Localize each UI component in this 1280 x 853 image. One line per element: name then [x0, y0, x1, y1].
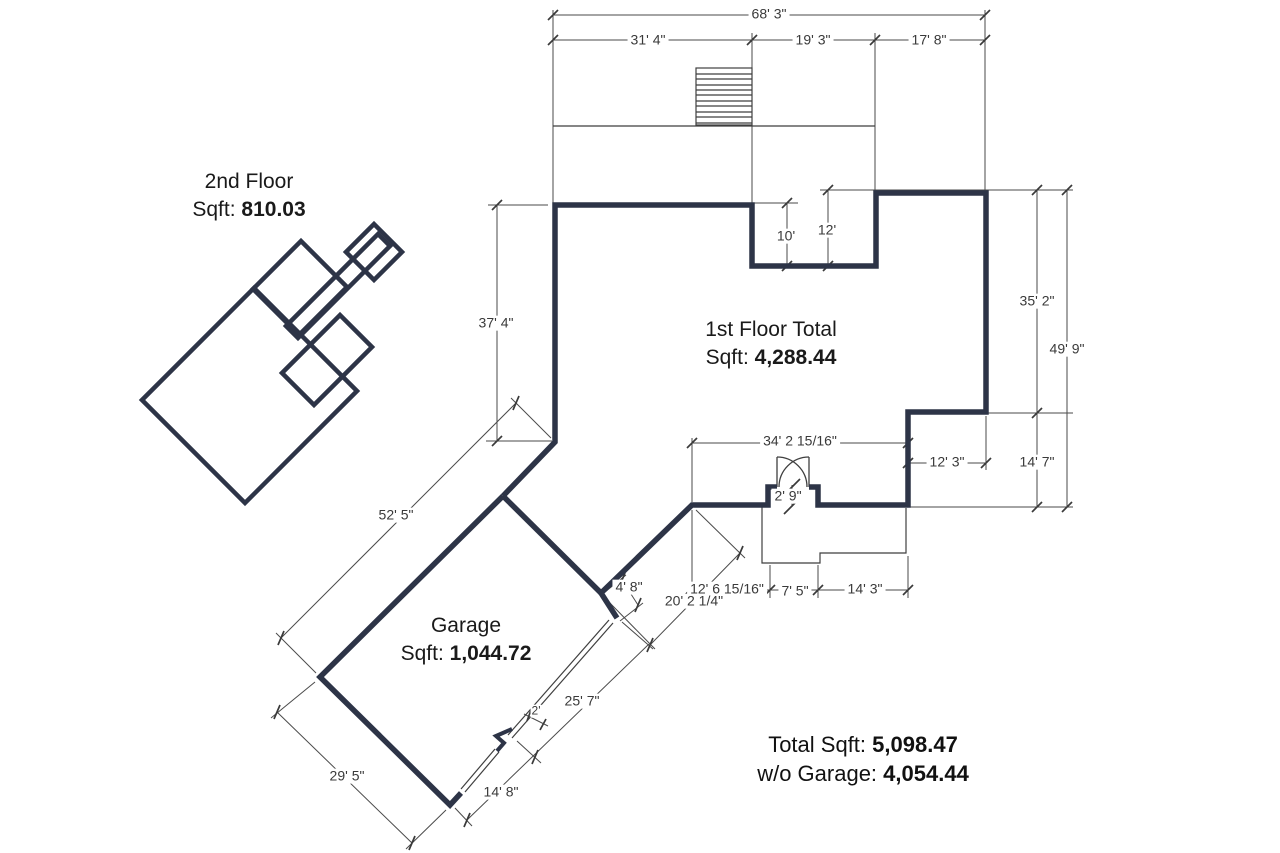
garage-label: Garage Sqft: 1,044.72 — [401, 612, 532, 669]
garage-door-pier — [492, 727, 513, 753]
garage-outline — [316, 494, 505, 809]
dim-notch-left: 10' — [773, 228, 799, 244]
second-floor-outline — [138, 220, 406, 507]
dim-right-step: 12' 3" — [926, 454, 968, 470]
dim-top-seg2: 19' 3" — [792, 32, 834, 48]
dim-garage-door-lower: 14' 8" — [480, 784, 522, 800]
dimension-extension-lines — [270, 10, 1073, 850]
door-arcs — [776, 456, 810, 488]
dim-garage-long: 52' 5" — [375, 507, 417, 523]
dim-diag-wall: 20' 2 1/4" — [661, 593, 727, 609]
porch-outline — [761, 506, 907, 564]
dim-right-upper: 35' 2" — [1016, 293, 1058, 309]
second-floor-name: 2nd Floor — [204, 170, 294, 193]
dim-right-lower: 14' 7" — [1016, 454, 1058, 470]
garage-door-lines — [460, 619, 614, 793]
house-outline — [501, 190, 989, 620]
garage-shared-wall — [501, 494, 603, 595]
dim-porch-left: 12' 6 15/16" — [687, 581, 767, 597]
garage-name: Garage — [430, 614, 502, 637]
dim-porch-door: 7' 5" — [778, 583, 812, 599]
total-sqft-line: Total Sqft: 5,098.47 — [768, 732, 958, 757]
first-floor-name: 1st Floor Total — [705, 318, 837, 341]
tick-marks — [273, 9, 1073, 851]
dim-door-depth: 2' 9" — [771, 488, 805, 504]
dim-left-wall: 37' 4" — [475, 315, 517, 331]
dim-garage-side: 29' 5" — [326, 768, 368, 784]
dim-porch-right: 14' 3" — [844, 581, 886, 597]
dimension-lines — [276, 14, 1068, 844]
dim-top-seg3: 17' 8" — [908, 32, 950, 48]
dim-top-overall: 68' 3" — [748, 6, 790, 22]
wo-garage-line: w/o Garage: 4,054.44 — [757, 761, 969, 787]
first-floor-label: 1st Floor Total Sqft: 4,288.44 — [705, 316, 837, 373]
second-floor-sqft: Sqft: 810.03 — [192, 198, 306, 222]
garage-sqft: Sqft: 1,044.72 — [400, 642, 532, 666]
dim-notch-right: 12' — [814, 222, 840, 238]
dim-right-overall: 49' 9" — [1046, 341, 1088, 357]
first-floor-sqft: Sqft: 4,288.44 — [705, 346, 837, 370]
second-floor-label: 2nd Floor Sqft: 810.03 — [192, 168, 305, 225]
dim-garage-door-upper: 25' 7" — [561, 693, 603, 709]
totals-block: Total Sqft: 5,098.47 w/o Garage: 4,054.4… — [757, 730, 969, 788]
dim-hall-end: 4' 8" — [612, 579, 646, 595]
dim-top-seg1: 31' 4" — [627, 32, 669, 48]
dim-bottom-span: 34' 2 15/16" — [760, 433, 840, 449]
stairs — [695, 67, 753, 126]
dim-garage-pier: 2' — [530, 703, 542, 718]
